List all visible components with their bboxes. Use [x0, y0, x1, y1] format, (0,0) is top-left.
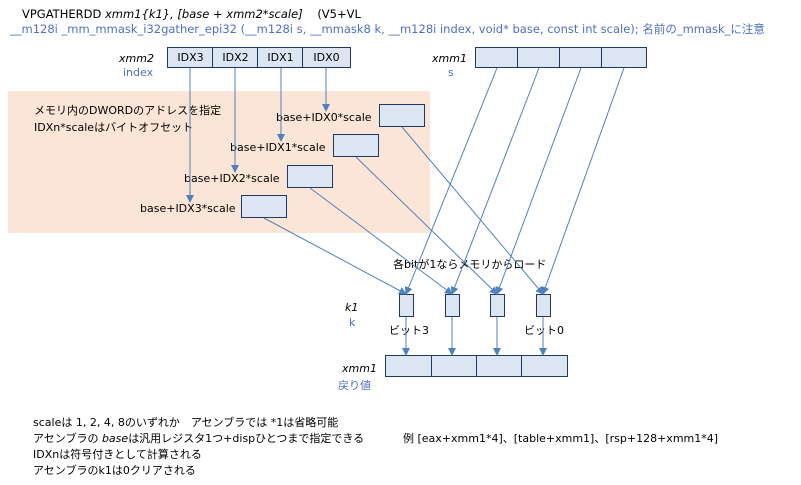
index-cell-idx3: IDX3 [167, 47, 214, 68]
index-reg-name: xmm2 [119, 52, 154, 65]
mask-bit3-label: ビット3 [389, 324, 429, 337]
index-reg-sub: index [123, 66, 154, 79]
instruction-title: VPGATHERDD xmm1{k1}, [base + xmm2*scale]… [22, 7, 361, 21]
arrow-mem2-to-mask [309, 187, 453, 295]
note-base: アセンブラの baseは汎用レジスタ1つ+dispひとつまで指定できる [33, 430, 364, 446]
memory-region [8, 91, 430, 233]
note-base-rest: は汎用レジスタ1つ+dispひとつまで指定できる [128, 432, 365, 445]
src-cell-0 [601, 47, 647, 68]
mask-bit0-label: ビット0 [524, 324, 564, 337]
arrow-mem1-to-mask [355, 156, 498, 295]
addr-label-idx2: base+IDX2*scale [184, 172, 280, 185]
src-reg-sub: s [448, 66, 454, 79]
mem-cell-idx1 [333, 134, 379, 157]
note-k1-clear: アセンブラのk1は0クリアされる [33, 464, 196, 477]
arrow-mem3-to-mask [263, 217, 407, 295]
note-signed: IDXnは符号付きとして計算される [33, 448, 202, 461]
arrow-src1-to-mask [495, 67, 582, 295]
src-reg-name: xmm1 [432, 52, 467, 65]
arrow-src0-to-mask [541, 67, 625, 295]
mask-caption: 各bitが1ならメモリからロード [393, 258, 547, 271]
mem-cell-idx2 [287, 165, 333, 188]
memory-note-1: メモリ内のDWORDのアドレスを指定 [34, 104, 222, 117]
index-cell-idx2: IDX2 [212, 47, 259, 68]
instruction-mnemonic: VPGATHERDD [22, 7, 105, 21]
mask-reg-sub: k [349, 316, 356, 329]
intrinsic-signature: __m128i _mm_mmask_i32gather_epi32 (__m12… [10, 22, 765, 36]
arrow-src3-to-mask [404, 67, 498, 295]
result-reg-sub: 戻り値 [338, 379, 371, 392]
addr-label-idx1: base+IDX1*scale [230, 141, 326, 154]
index-cell-idx0: IDX0 [302, 47, 351, 68]
mem-cell-idx3 [241, 195, 287, 218]
result-reg-name: xmm1 [342, 362, 377, 375]
arrow-mem0-to-mask [401, 126, 544, 295]
index-cell-idx1: IDX1 [257, 47, 304, 68]
mask-reg-name: k1 [345, 301, 359, 314]
mem-cell-idx0 [379, 104, 425, 127]
note-example: 例 [eax+xmm1*4]、[table+xmm1]、[rsp+128+xmm… [403, 432, 719, 445]
addr-label-idx3: base+IDX3*scale [140, 202, 236, 215]
instruction-extension: (V5+VL [317, 7, 361, 21]
arrow-src2-to-mask [450, 67, 540, 295]
note-scale: scaleは 1, 2, 4, 8のいずれか アセンブラでは *1は省略可能 [33, 416, 339, 429]
addr-label-idx0: base+IDX0*scale [276, 111, 372, 124]
memory-note-2: IDXn*scaleはバイトオフセット [34, 121, 194, 134]
note-base-prefix: アセンブラの [33, 432, 102, 445]
note-base-term: base [101, 432, 129, 445]
instruction-operands: xmm1{k1}, [base + xmm2*scale] [104, 7, 303, 21]
